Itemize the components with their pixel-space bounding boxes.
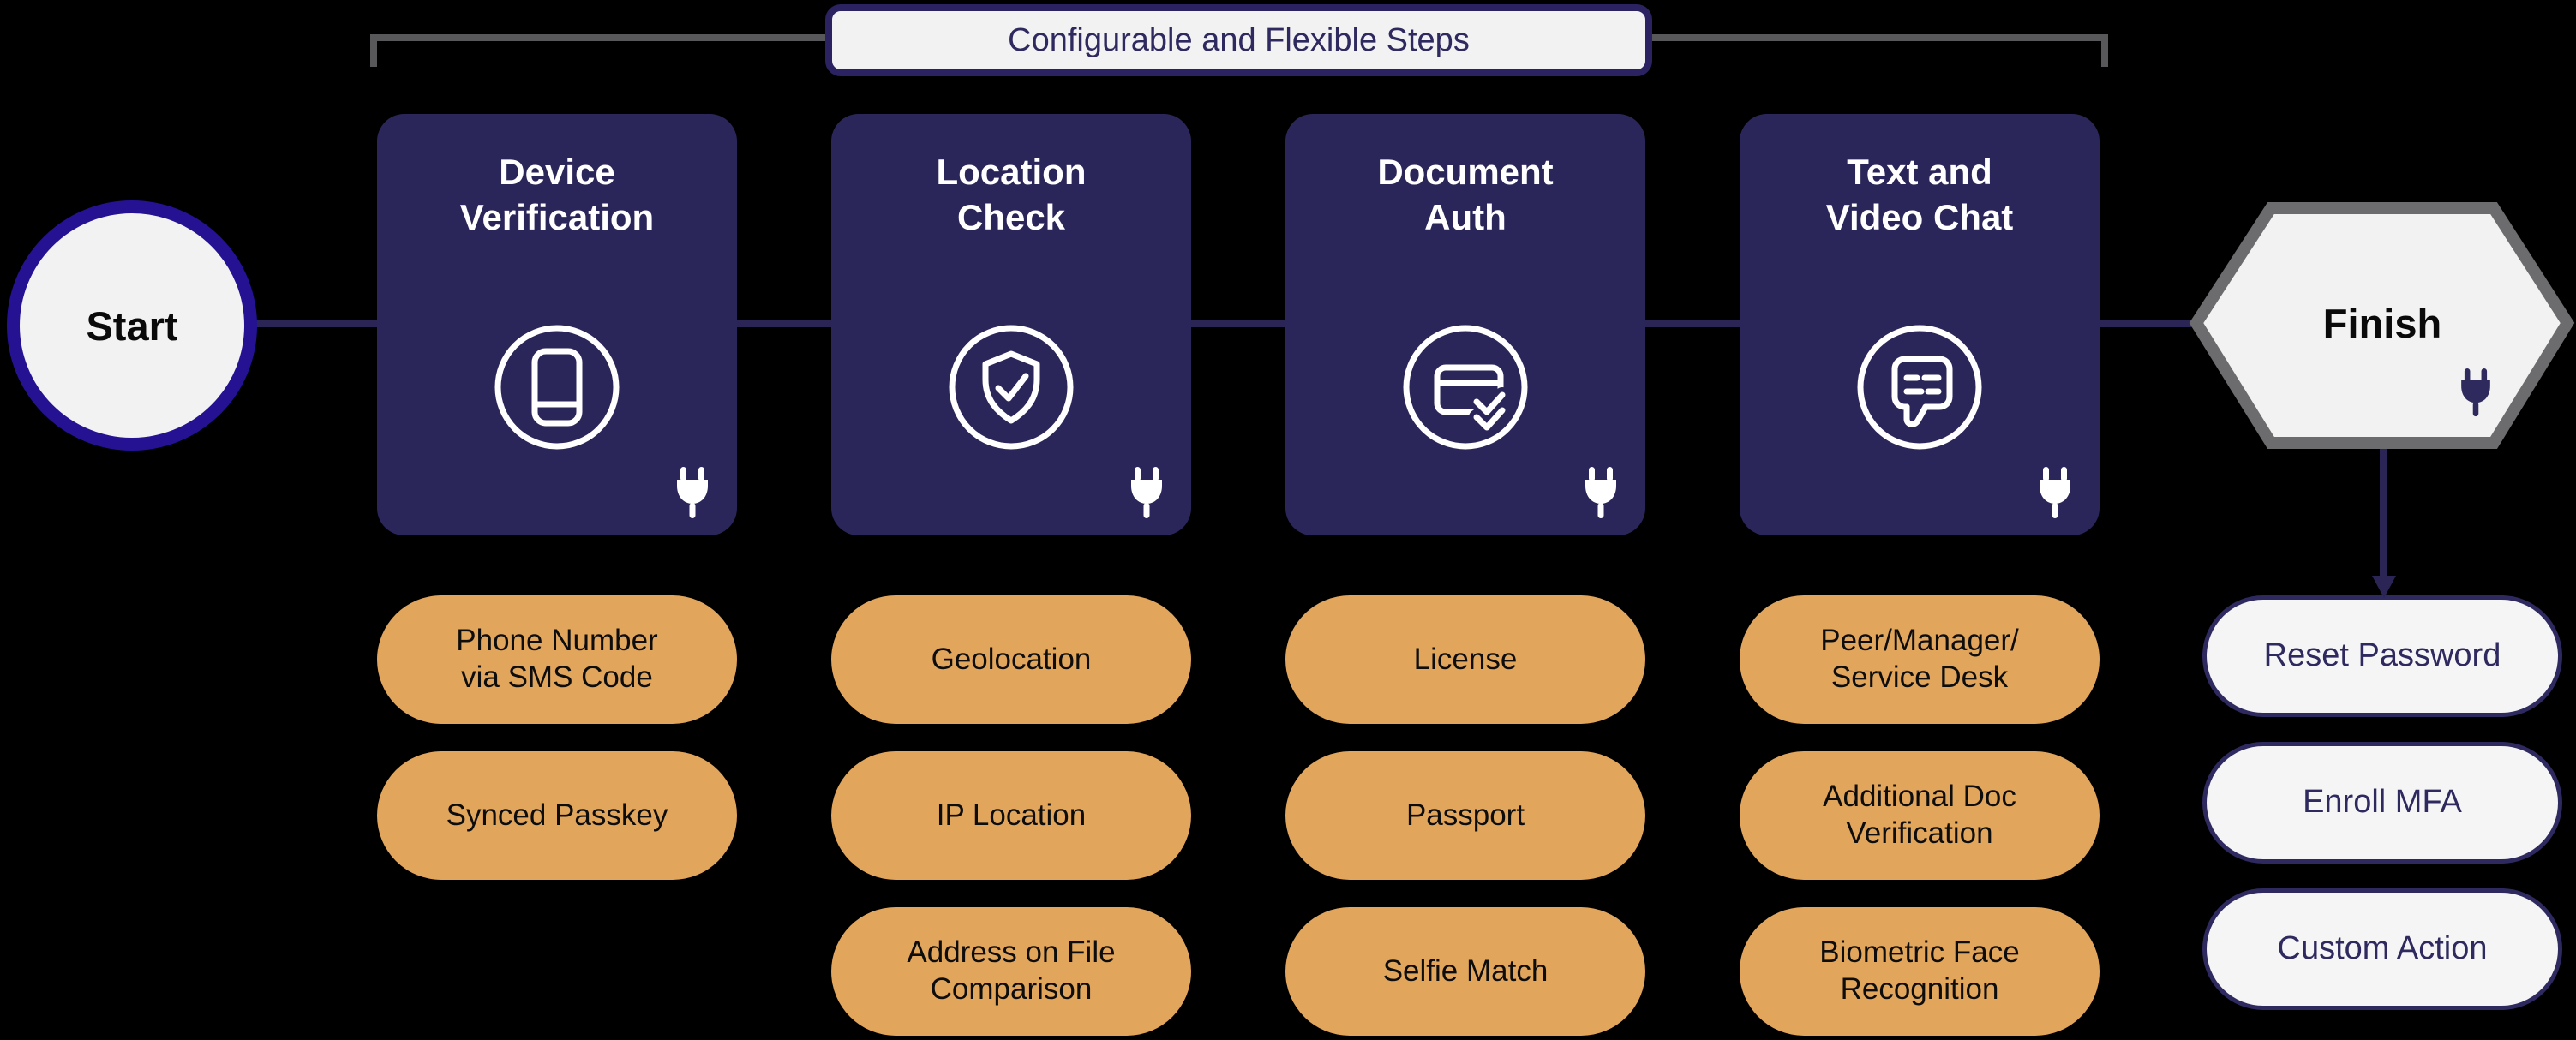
finish-label: Finish (2322, 300, 2442, 346)
banner: Configurable and Flexible Steps (825, 4, 1652, 76)
action-pill-reset-password: Reset Password (2202, 595, 2562, 717)
option-pill: Biometric Face Recognition (1740, 907, 2100, 1036)
step-card-location-check: Location Check (831, 114, 1191, 535)
card-check-circle-icon (1401, 323, 1530, 451)
connector-start-to-step1 (254, 320, 379, 327)
smartphone-circle-icon (493, 323, 621, 451)
connector-step1-to-step2 (734, 320, 835, 327)
finish-label-box: Finish (2254, 296, 2511, 350)
plug-icon (1128, 467, 1165, 520)
plug-icon (1582, 467, 1620, 520)
bracket-right-hook (2101, 34, 2108, 67)
start-node: Start (7, 200, 257, 451)
start-label: Start (86, 302, 178, 349)
bracket-left-hook (370, 34, 377, 67)
action-pill-enroll-mfa: Enroll MFA (2202, 742, 2562, 864)
option-pill: Address on File Comparison (831, 907, 1191, 1036)
option-pill: Passport (1285, 751, 1645, 880)
step-card-text-video-chat: Text and Video Chat (1740, 114, 2100, 535)
option-pill: Synced Passkey (377, 751, 737, 880)
step-title: Location Check (936, 152, 1087, 237)
option-pill: License (1285, 595, 1645, 724)
connector-step2-to-step3 (1188, 320, 1289, 327)
arrowhead-down-icon (2372, 576, 2396, 598)
step-title: Device Verification (459, 152, 655, 237)
shield-check-circle-icon (947, 323, 1075, 451)
option-pill: Selfie Match (1285, 907, 1645, 1036)
chat-bubble-circle-icon (1855, 323, 1984, 451)
step-title: Text and Video Chat (1825, 152, 2014, 237)
connector-finish-to-actions (2380, 437, 2387, 579)
option-pill: Geolocation (831, 595, 1191, 724)
option-pill: Peer/Manager/ Service Desk (1740, 595, 2100, 724)
banner-label: Configurable and Flexible Steps (1008, 21, 1470, 58)
step-title: Document Auth (1377, 152, 1554, 237)
plug-icon (674, 467, 711, 520)
option-pill: Additional Doc Verification (1740, 751, 2100, 880)
plug-icon (2458, 368, 2494, 418)
plug-icon (2036, 467, 2074, 520)
connector-step3-to-step4 (1642, 320, 1743, 327)
option-pill: Phone Number via SMS Code (377, 595, 737, 724)
step-card-device-verification: Device Verification (377, 114, 737, 535)
connector-step4-to-finish (2096, 320, 2201, 327)
option-pill: IP Location (831, 751, 1191, 880)
action-pill-custom-action: Custom Action (2202, 888, 2562, 1010)
step-card-document-auth: Document Auth (1285, 114, 1645, 535)
